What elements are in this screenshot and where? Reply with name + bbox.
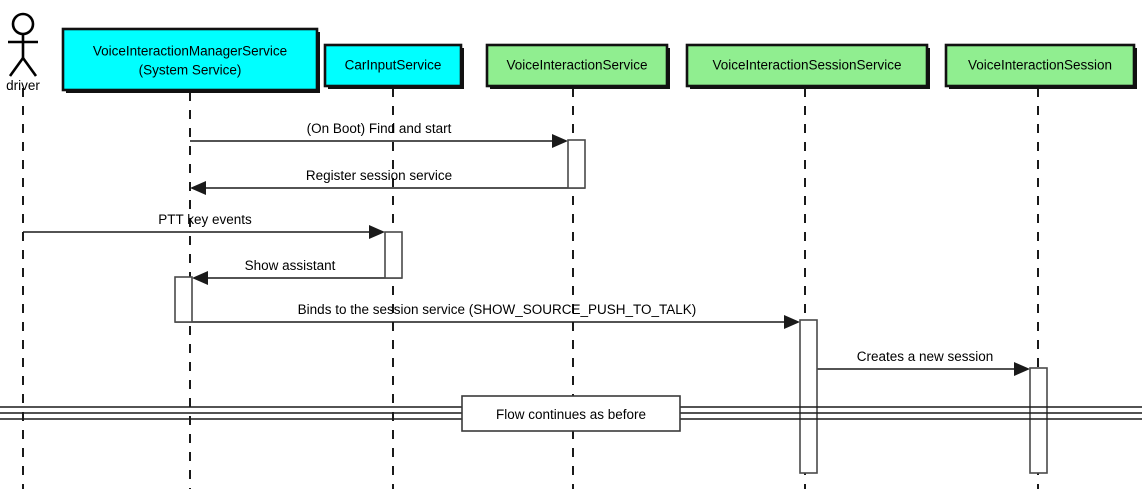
actor-label-driver: driver <box>6 78 40 93</box>
participant-box-carinputservice[interactable]: CarInputService <box>323 43 464 89</box>
message-creates-a-new-session: Creates a new session <box>817 349 1030 376</box>
message-label: Show assistant <box>245 258 336 273</box>
message-label: Creates a new session <box>857 349 994 364</box>
activation-voiceinteractionsession <box>1029 367 1048 474</box>
message-label: Register session service <box>306 168 452 183</box>
arrowhead-left-icon <box>192 271 208 285</box>
flow-divider: Flow continues as before <box>0 395 1142 432</box>
message-show-assistant: Show assistant <box>192 258 402 285</box>
participant-label-carinputservice: CarInputService <box>345 58 442 73</box>
actor-driver: driver <box>6 12 40 93</box>
message-binds-to-session-service: Binds to the session service (SHOW_SOURC… <box>175 302 800 329</box>
message-label: PTT key events <box>158 212 252 227</box>
message-on-boot-find-and-start: (On Boot) Find and start <box>190 121 568 148</box>
arrowhead-right-icon <box>784 315 800 329</box>
participant-rect <box>61 27 319 92</box>
activation-voiceinteractionservice <box>567 139 586 189</box>
participant-label-vims-line2: (System Service) <box>139 63 242 78</box>
participant-rect <box>685 43 929 88</box>
divider-note-box <box>461 395 681 432</box>
arrowhead-right-icon <box>552 134 568 148</box>
activation-bars <box>174 139 1048 474</box>
arrowhead-left-icon <box>190 181 206 195</box>
participant-rect <box>485 43 669 88</box>
actor-leg-left-icon <box>8 57 25 77</box>
participant-box-voiceinteractionservice[interactable]: VoiceInteractionService <box>485 43 670 89</box>
participant-label-voiceinteractionsession: VoiceInteractionSession <box>968 58 1112 73</box>
participant-label-vims-line1: VoiceInteractionManagerService <box>93 44 287 59</box>
activation-vims <box>174 276 193 323</box>
participant-label-voiceinteractionservice: VoiceInteractionService <box>506 58 647 73</box>
message-ptt-key-events: PTT key events <box>23 212 385 239</box>
message-register-session-service: Register session service <box>190 168 585 195</box>
message-label: Binds to the session service (SHOW_SOURC… <box>298 302 697 317</box>
participant-box-voiceinteractionsession[interactable]: VoiceInteractionSession <box>944 43 1137 89</box>
message-label: (On Boot) Find and start <box>307 121 452 136</box>
activation-voiceinteractionsessionservice <box>799 319 818 474</box>
participant-rect <box>944 43 1136 88</box>
actor-head-icon <box>11 12 35 36</box>
participant-box-vims[interactable]: VoiceInteractionManagerService (System S… <box>61 27 320 93</box>
arrowhead-right-icon <box>1014 362 1030 376</box>
divider-note-label: Flow continues as before <box>496 407 646 422</box>
participant-label-voiceinteractionsessionservice: VoiceInteractionSessionService <box>712 58 901 73</box>
actor-leg-right-icon <box>21 57 38 77</box>
activation-carinputservice <box>384 231 403 279</box>
arrowhead-right-icon <box>369 225 385 239</box>
participant-rect <box>323 43 463 88</box>
participant-box-voiceinteractionsessionservice[interactable]: VoiceInteractionSessionService <box>685 43 930 89</box>
